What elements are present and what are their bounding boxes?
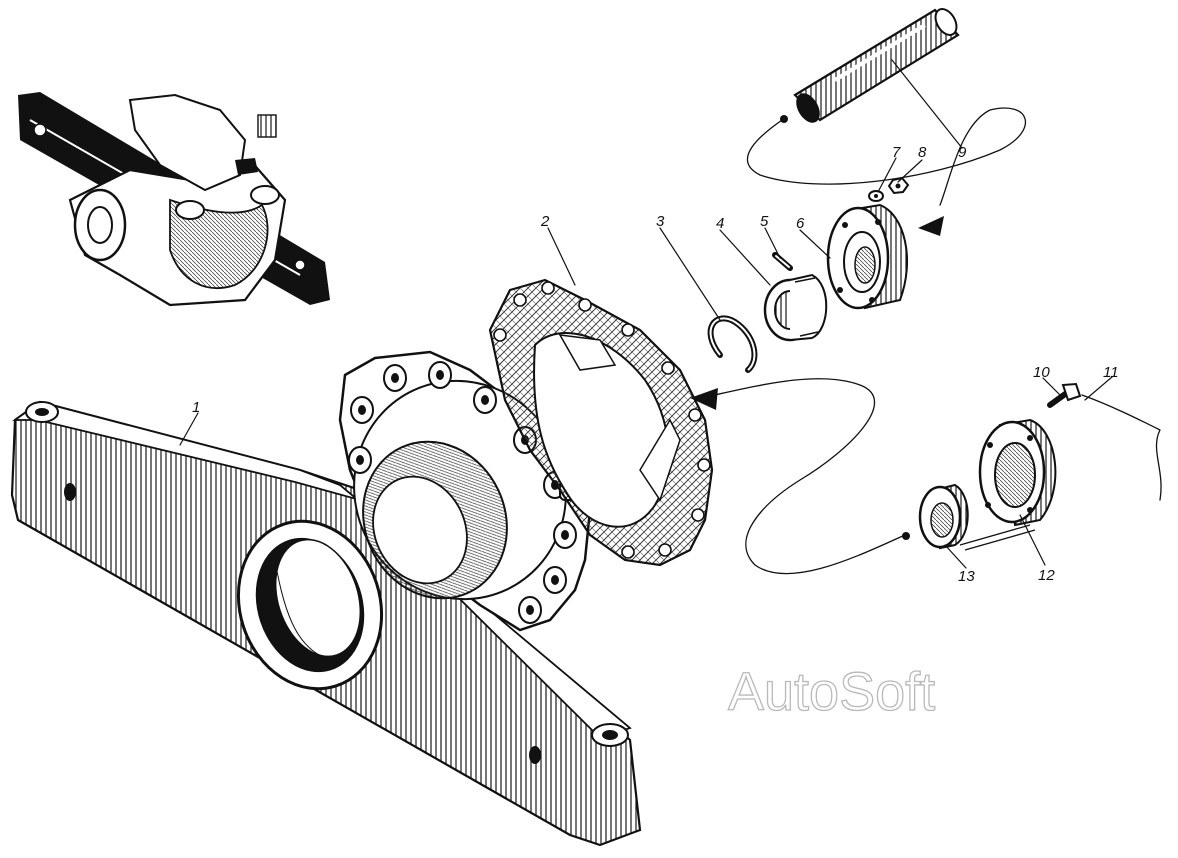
callout-3: 3: [656, 213, 665, 230]
callout-12: 12: [1038, 567, 1055, 584]
callout-13: 13: [958, 568, 975, 585]
arrow-to-flange-hub: [918, 216, 944, 236]
part-1-beam: [10, 400, 642, 847]
part-9-splined-shaft: [793, 8, 960, 123]
leader-lines: [179, 59, 1113, 569]
part-5-pin: [772, 252, 793, 271]
dot-marker-13: [902, 532, 910, 540]
callout-2: 2: [540, 213, 550, 230]
assembly-path-lines: [709, 107, 1162, 575]
part-3-snap-ring: [707, 315, 758, 373]
part-7-washer: [868, 190, 884, 202]
callout-4: 4: [716, 215, 724, 232]
hub-housing: [338, 350, 592, 632]
part-12-bearing-cap: [959, 418, 1057, 551]
dot-marker-9: [780, 115, 788, 123]
part-4-bearing: [763, 273, 828, 342]
part-10-bolt: [1047, 382, 1082, 408]
callout-1: 1: [192, 399, 200, 416]
callout-11: 11: [1103, 364, 1119, 381]
callout-8: 8: [918, 144, 927, 161]
callout-7: 7: [892, 144, 901, 161]
callout-9: 9: [958, 144, 967, 161]
assembled-unit-view: [18, 92, 330, 307]
callout-10: 10: [1033, 364, 1050, 381]
callout-5: 5: [760, 213, 769, 230]
part-2-gasket: [488, 278, 714, 567]
part-13-seal: [918, 483, 969, 550]
watermark-text: AutoSoft: [728, 662, 935, 722]
callout-6: 6: [796, 215, 805, 232]
part-8-nut: [887, 176, 910, 195]
arrow-to-gasket: [690, 388, 718, 410]
part-6-flange-hub: [826, 203, 908, 310]
